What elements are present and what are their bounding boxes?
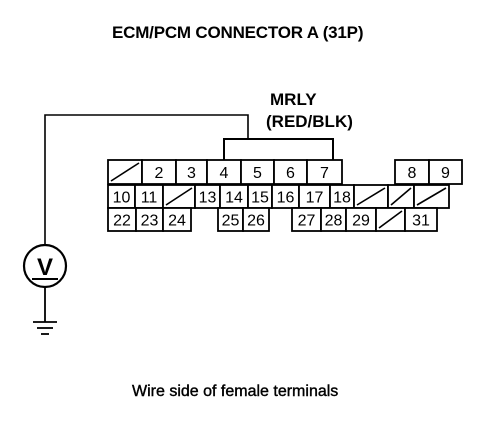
pin-number: 17 <box>306 190 324 207</box>
pin-number: 24 <box>168 213 186 230</box>
unused-pin-slash <box>416 187 447 206</box>
pin-number: 2 <box>155 165 164 182</box>
pin-number: 26 <box>247 213 265 230</box>
unused-pin-slash <box>356 187 386 206</box>
pin-cell <box>175 159 208 185</box>
pin-cell <box>306 159 343 185</box>
pin-number: 25 <box>222 213 240 230</box>
pin-number: 31 <box>412 213 430 230</box>
voltmeter-symbol: V <box>37 254 53 281</box>
pin-cell <box>240 159 275 185</box>
pin-number: 23 <box>141 213 159 230</box>
pin-number: 15 <box>251 190 269 207</box>
unused-pin-slash <box>165 187 193 206</box>
pin-number: 3 <box>187 165 196 182</box>
pin-number: 6 <box>286 165 295 182</box>
unused-pin-slash <box>378 210 403 229</box>
pin-cell <box>242 207 270 232</box>
pin-cell <box>162 207 192 232</box>
pin-number: 11 <box>141 190 158 207</box>
diagram-caption: Wire side of female terminals <box>132 383 339 400</box>
pin-number: 8 <box>408 165 417 182</box>
pin-number: 4 <box>220 165 229 182</box>
callout-terminal-name: MRLY <box>270 90 317 109</box>
pin-number: 29 <box>352 213 370 230</box>
unused-pin-slash <box>110 162 140 182</box>
pin-bracket <box>223 138 334 160</box>
pin-cell <box>206 159 242 185</box>
diagram-title: ECM/PCM CONNECTOR A (31P) <box>112 23 364 42</box>
pin-number: 13 <box>199 190 217 207</box>
pin-cell <box>428 159 463 185</box>
pin-number: 22 <box>113 213 131 230</box>
pin-number: 16 <box>277 190 295 207</box>
pin-number: 5 <box>253 165 262 182</box>
pin-cell <box>394 159 430 185</box>
pin-number: 9 <box>441 165 450 182</box>
pin-number: 7 <box>320 165 329 182</box>
pin-number: 18 <box>333 190 351 207</box>
pin-number: 14 <box>225 190 243 207</box>
pin-cell <box>404 207 438 232</box>
pin-number: 27 <box>298 213 316 230</box>
ground-icon <box>33 287 57 335</box>
callout-wire-color: (RED/BLK) <box>266 112 353 131</box>
pin-number: 28 <box>325 213 343 230</box>
voltmeter-icon: V <box>22 243 68 289</box>
pin-cell <box>273 159 308 185</box>
probe-wire <box>44 114 249 245</box>
unused-pin-slash <box>390 187 412 206</box>
pin-number: 10 <box>113 190 131 207</box>
